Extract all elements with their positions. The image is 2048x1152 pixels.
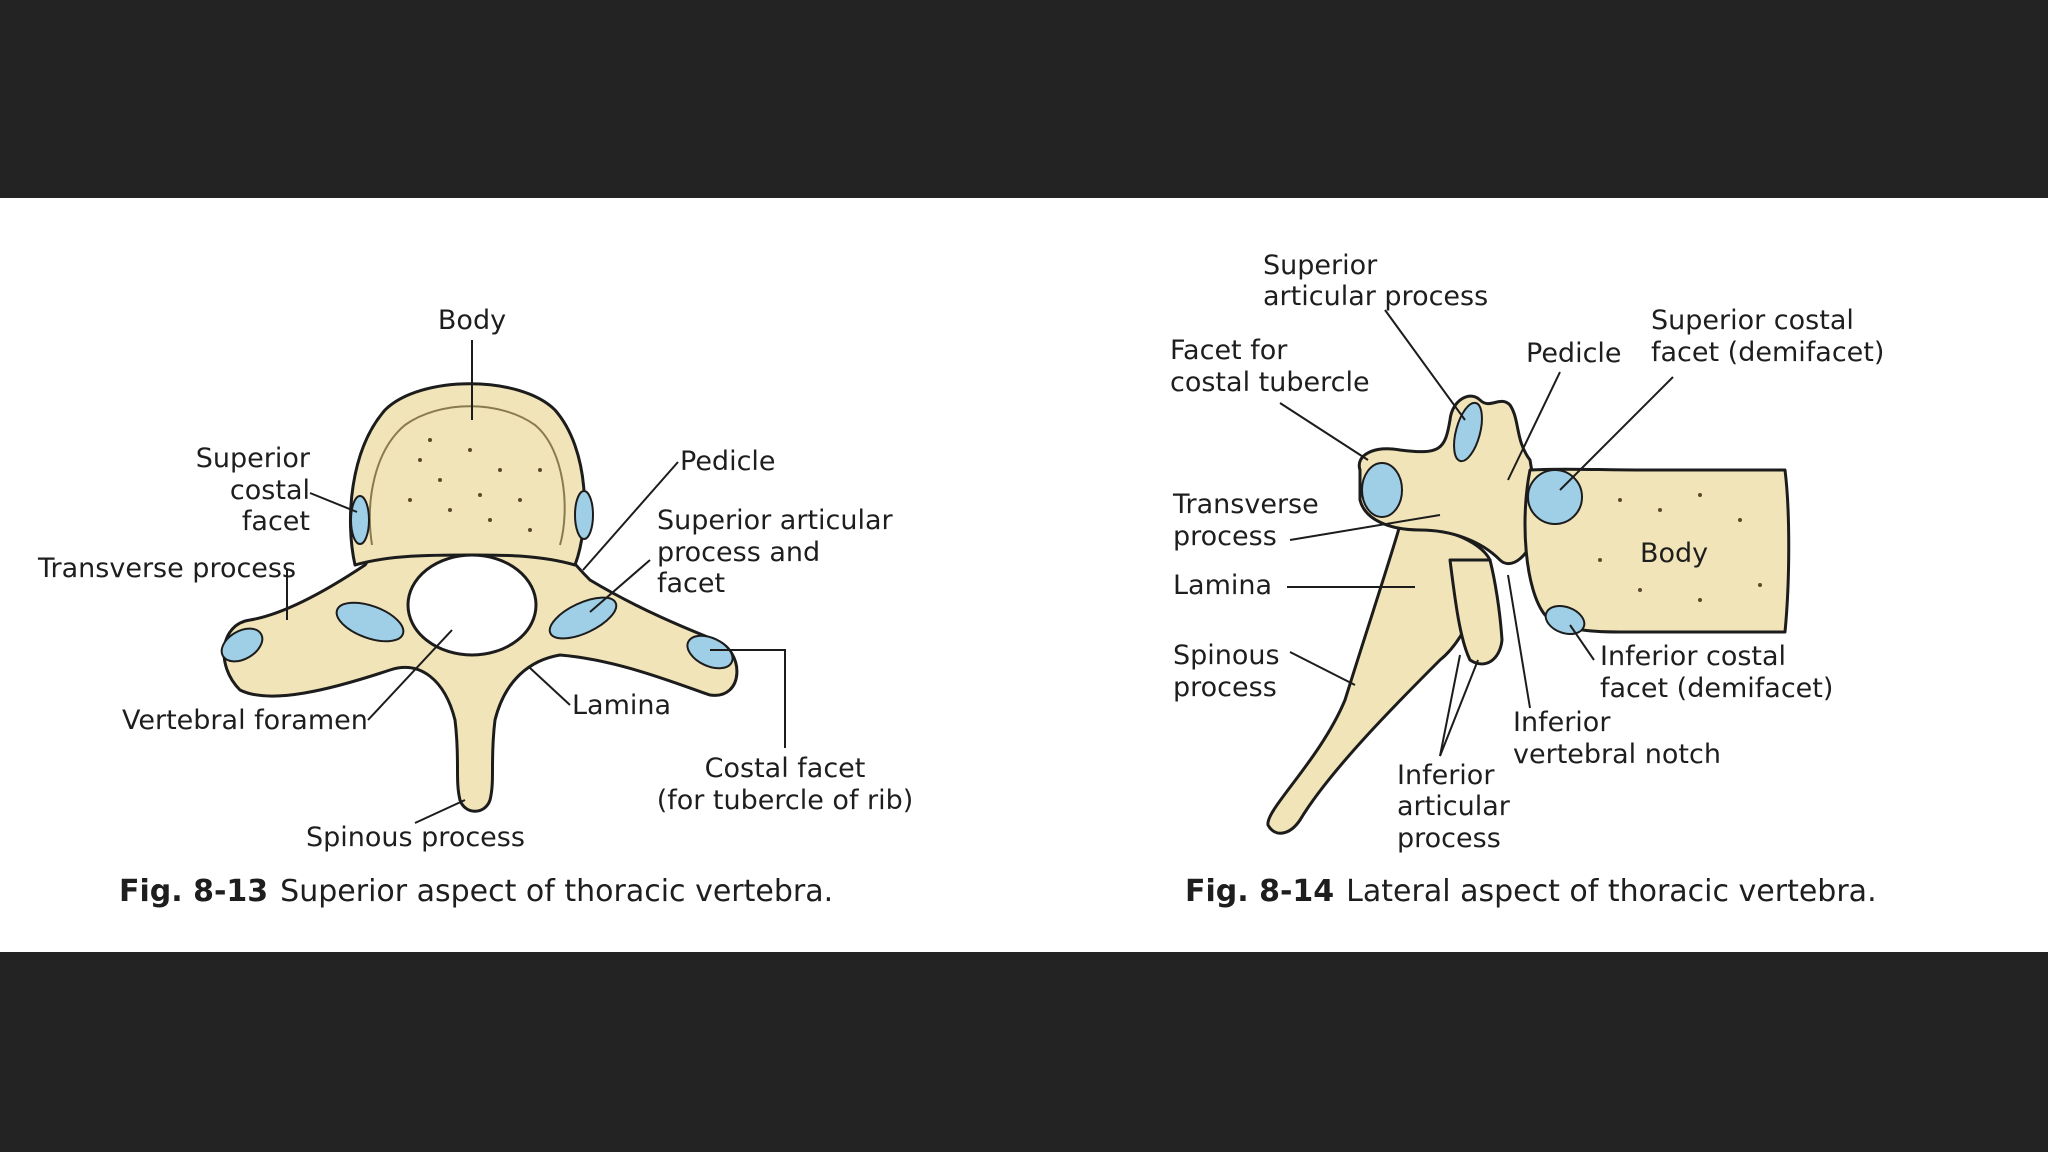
fig14-label-sup-costal-l1: Superior costal [1651, 305, 1854, 336]
fig13-label-sup-art-l3: facet [657, 568, 726, 599]
fig14-label-sup-costal-l2: facet (demifacet) [1651, 337, 1885, 368]
fig14-leader-lines [1279, 309, 1674, 757]
fig13-caption: Fig. 8-13 Superior aspect of thoracic ver… [119, 874, 833, 910]
fig13-label-transverse-process: Transverse process [38, 553, 297, 584]
fig13-label-sup-art-l1: Superior articular [657, 505, 893, 536]
fig13-label-superior-costal-facet-l2: costal [229, 475, 310, 506]
fig13-label-spinous-process: Spinous process [306, 822, 525, 853]
fig14-label-body: Body [1640, 538, 1709, 569]
top-letterbox [0, 0, 2048, 198]
fig13-label-vertebral-foramen: Vertebral foramen [122, 705, 368, 736]
fig14-label-lamina: Lamina [1173, 570, 1273, 601]
fig14-caption-text: Lateral aspect of thoracic vertebra. [1346, 874, 1877, 909]
fig13-label-body: Body [437, 305, 507, 336]
fig13-leader-lines [286, 340, 786, 824]
fig13-label-superior-costal-facet-l1: Superior [195, 443, 310, 474]
fig14-label-sup-art-l1: Superior [1263, 250, 1378, 281]
fig13-label-pedicle: Pedicle [680, 446, 776, 477]
fig14-label-inf-notch-l2: vertebral notch [1513, 739, 1721, 770]
bottom-letterbox [0, 952, 2048, 1152]
fig14-label-inf-costal-l2: facet (demifacet) [1600, 673, 1834, 704]
fig14-label-inf-notch-l1: Inferior [1513, 707, 1611, 738]
fig14-label-inf-art-l3: process [1397, 823, 1501, 854]
fig13-label-superior-costal-facet-l3: facet [241, 506, 310, 537]
fig13-label-lamina: Lamina [572, 690, 672, 721]
fig14-label-facet-tubercle-l2: costal tubercle [1170, 367, 1370, 398]
fig13-body [348, 382, 586, 567]
fig14-label-spinous-l1: Spinous [1173, 640, 1280, 671]
fig14-body-texture [1598, 493, 1762, 602]
fig14-label-inf-art-l1: Inferior [1397, 760, 1495, 791]
fig14-label-pedicle: Pedicle [1526, 338, 1622, 369]
fig13-label-sup-art-l2: process and [657, 537, 821, 568]
fig14-caption-number: Fig. 8-14 [1185, 874, 1335, 909]
fig13-caption-text: Superior aspect of thoracic vertebra. [280, 874, 834, 909]
fig14-label-spinous-l2: process [1173, 672, 1277, 703]
fig14-label-inf-art-l2: articular [1397, 791, 1510, 822]
fig13-facets [220, 490, 734, 670]
fig13-vertebral-foramen [406, 553, 538, 657]
fig14-facets [1361, 401, 1586, 636]
fig14-body [1523, 467, 1791, 634]
fig13-label-costal-facet-l2: (for tubercle of rib) [656, 785, 914, 816]
fig14-inferior-articular [1448, 558, 1504, 666]
fig14-label-facet-tubercle-l1: Facet for [1170, 335, 1288, 366]
fig13-label-costal-facet-l1: Costal facet [704, 753, 866, 784]
fig13-caption-number: Fig. 8-13 [119, 874, 269, 909]
fig14-vertebra-drawing [1266, 394, 1791, 835]
fig14-label-sup-art-l2: articular process [1263, 281, 1489, 312]
fig13-body-texture [408, 438, 542, 532]
fig14-label-inf-costal-l1: Inferior costal [1600, 641, 1787, 672]
fig14-caption: Fig. 8-14 Lateral aspect of thoracic vert… [1185, 874, 1877, 910]
fig14-label-transverse-l1: Transverse [1173, 489, 1319, 520]
fig14-label-transverse-l2: process [1173, 521, 1277, 552]
